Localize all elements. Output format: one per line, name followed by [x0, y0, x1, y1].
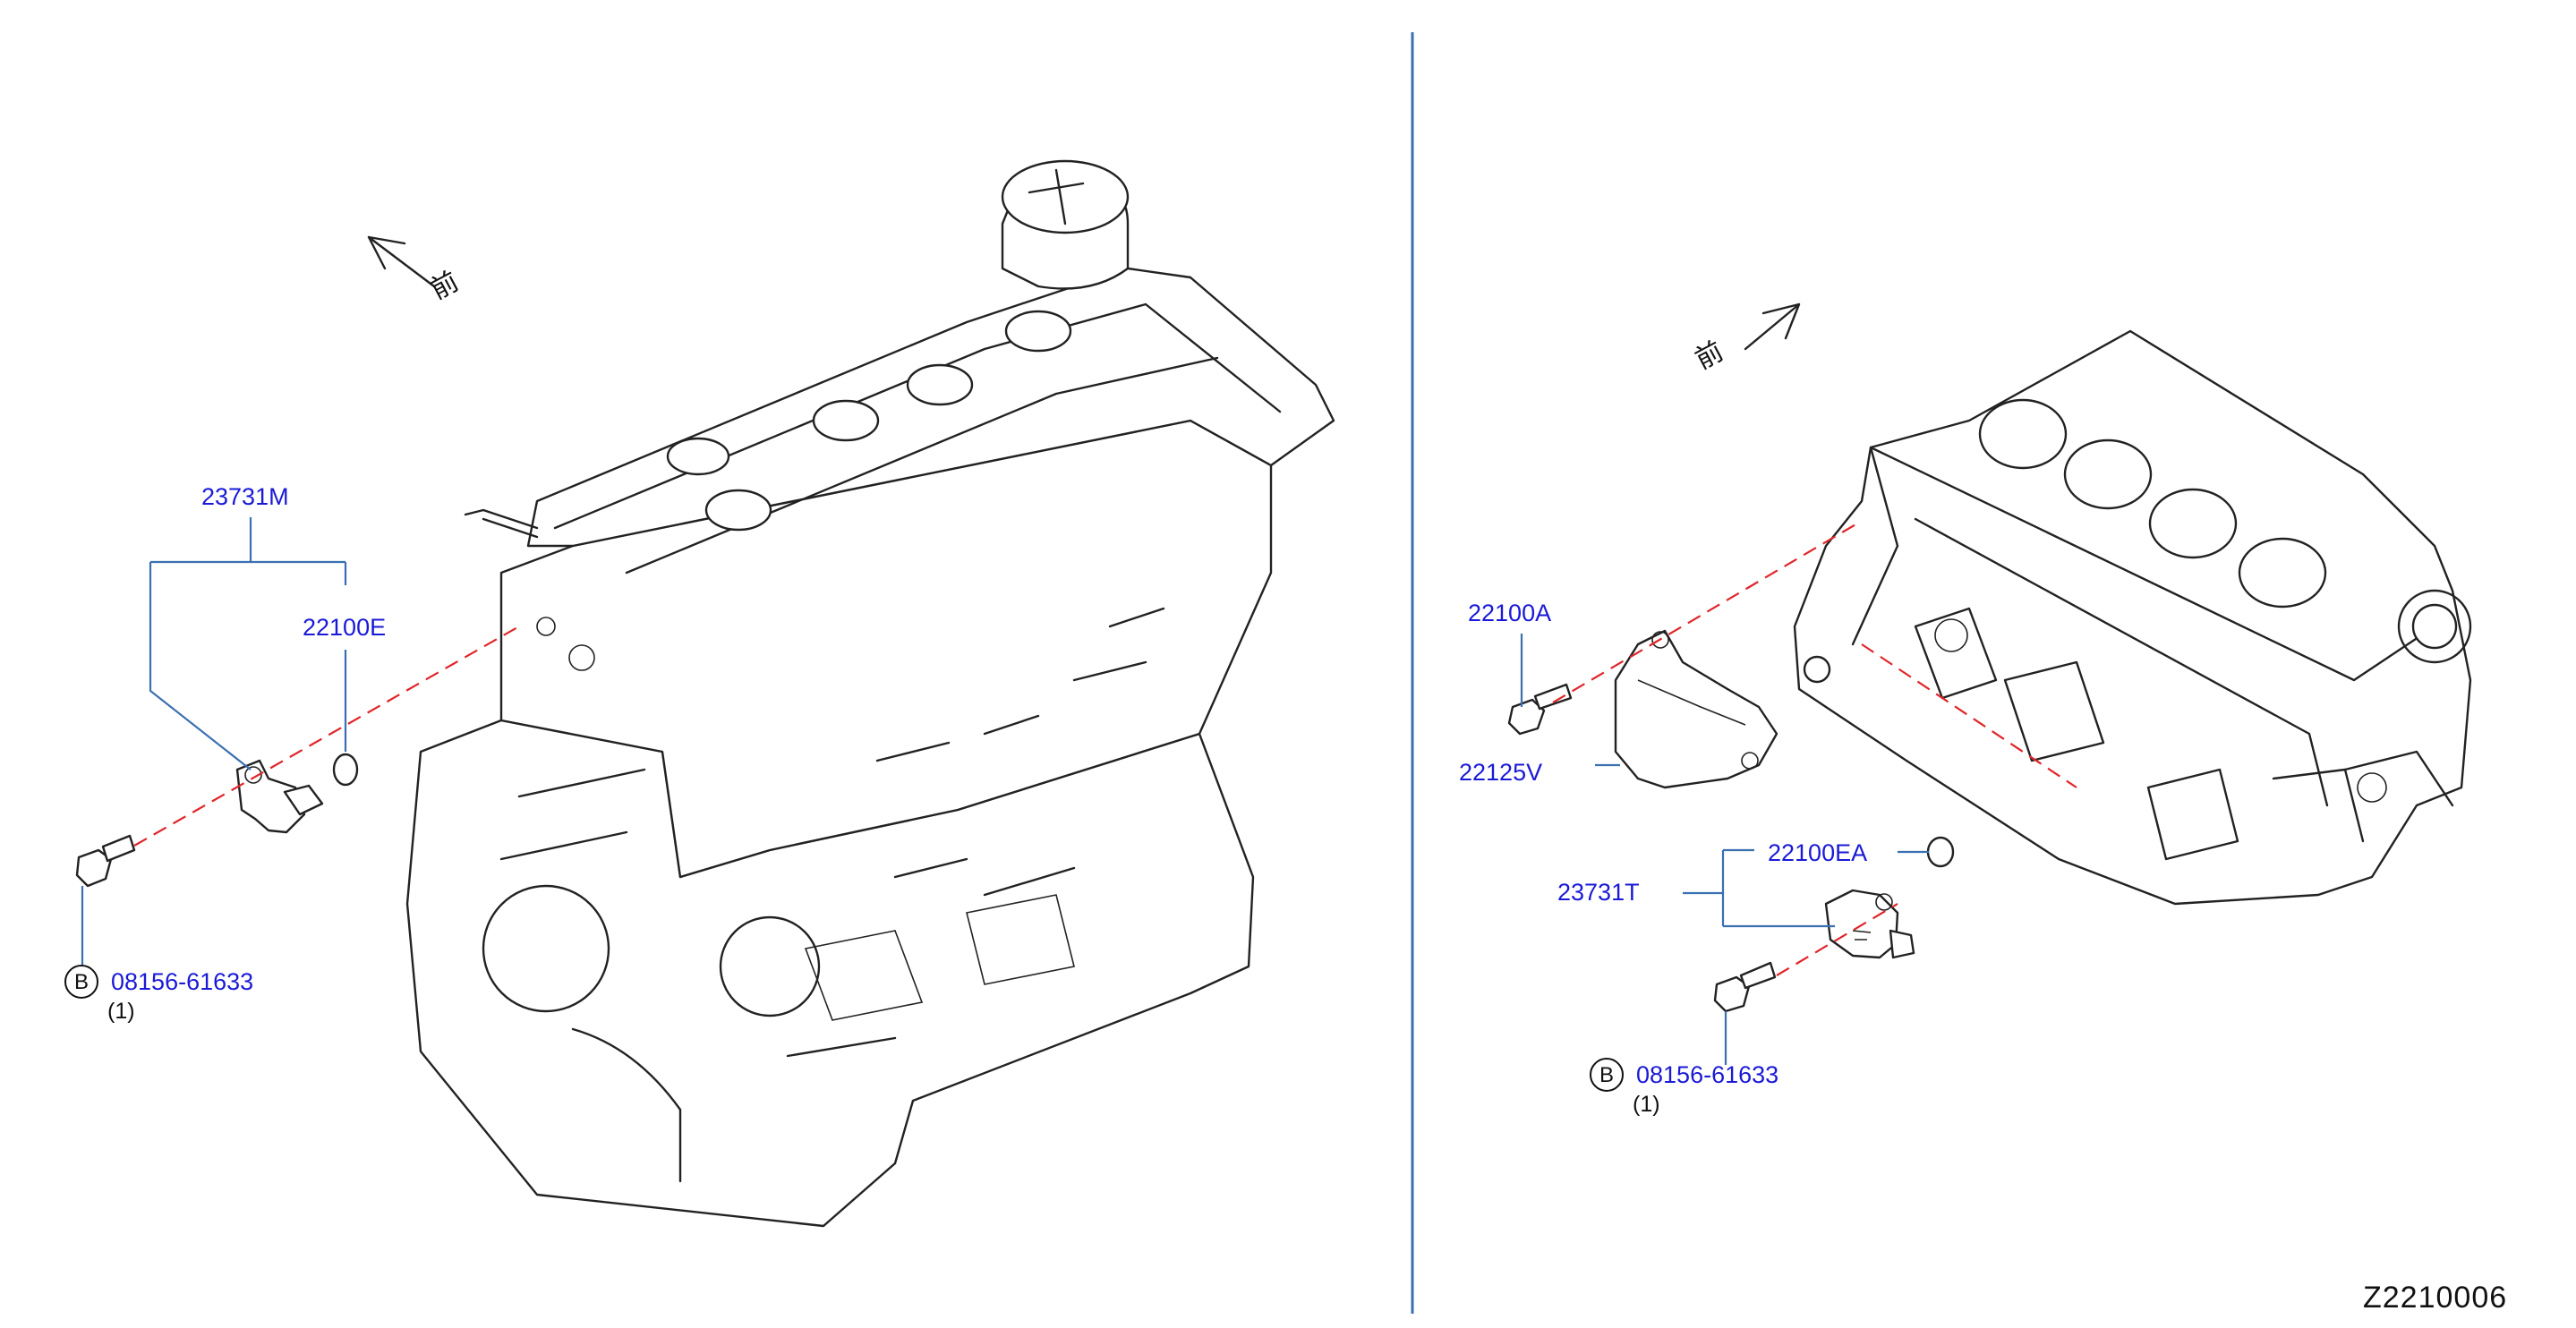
callout-23731m[interactable]: 23731M: [201, 483, 289, 510]
bolt-08156-61633-left: [75, 834, 136, 888]
quantity-right: (1): [1633, 1092, 1660, 1117]
diagram-code: Z2210006: [2363, 1281, 2508, 1315]
front-arrow-right-icon: [1744, 302, 1801, 351]
crankshaft-position-sensor-23731m: [235, 759, 324, 834]
quantity-left: (1): [107, 999, 135, 1024]
alignment-line-left: [133, 626, 520, 847]
callout-08156-61633-left[interactable]: 08156-61633: [111, 968, 254, 995]
alignment-line-right-middle: [1861, 643, 2077, 788]
bolt-badge-right: B: [1590, 1058, 1624, 1092]
callout-22100e[interactable]: 22100E: [303, 614, 387, 641]
callout-22125v[interactable]: 22125V: [1459, 759, 1543, 786]
front-arrow-left-icon: [367, 235, 436, 288]
alignment-line-right-lower: [1776, 903, 1898, 976]
leader-sensor-left: [149, 517, 347, 770]
callout-23731t[interactable]: 23731T: [1557, 879, 1640, 906]
callout-22100a[interactable]: 22100A: [1468, 600, 1552, 626]
leader-sensor-right: [1683, 848, 1835, 928]
alignment-line-right-upper: [1552, 523, 1858, 703]
crankshaft-position-sensor-23731t: [1824, 889, 1915, 959]
o-ring-22100e: [332, 753, 359, 787]
bolt-badge-left: B: [64, 965, 98, 999]
callout-22100ea[interactable]: 22100EA: [1768, 839, 1868, 866]
cylinder-block-drawing: [1793, 329, 2472, 906]
engine-assembly-drawing: [405, 159, 1335, 1228]
callout-08156-61633-right[interactable]: 08156-61633: [1636, 1061, 1779, 1088]
bolt-08156-61633-right: [1713, 961, 1777, 1013]
sensor-bracket-22125v: [1614, 629, 1778, 789]
o-ring-22100ea: [1926, 836, 1955, 868]
bolt-22100a: [1507, 683, 1573, 736]
